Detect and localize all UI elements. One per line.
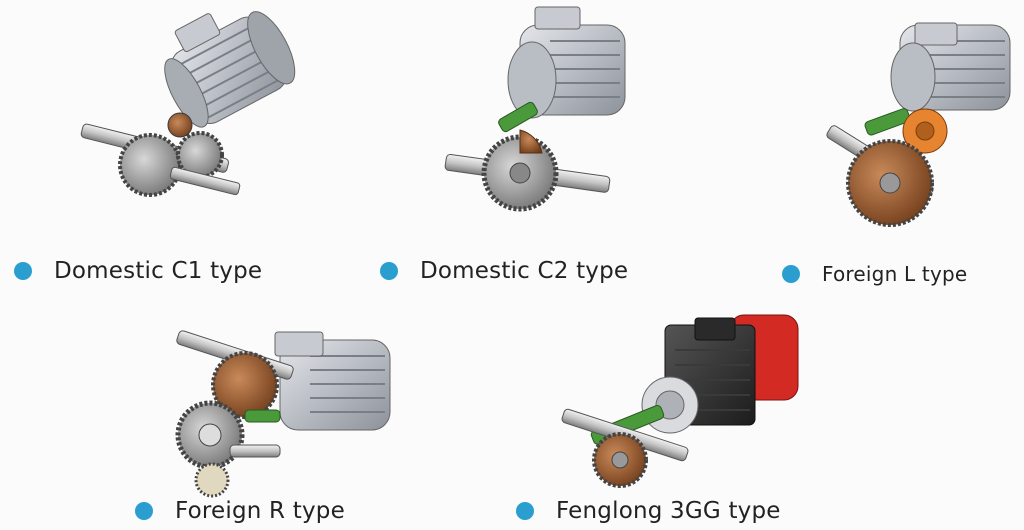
bullet-dot xyxy=(782,265,800,283)
product-label: Domestic C1 type xyxy=(54,258,263,284)
bullet-dot xyxy=(135,502,153,520)
caption-3gg: Fenglong 3GG type xyxy=(516,498,781,524)
gear-motor-r-illustration xyxy=(175,330,391,498)
product-label: Domestic C2 type xyxy=(420,258,629,284)
gear-motor-c2-illustration xyxy=(444,6,626,212)
bullet-dot xyxy=(516,502,534,520)
bullet-dot xyxy=(380,262,398,280)
caption-l: Foreign L type xyxy=(782,262,967,286)
product-label: Foreign R type xyxy=(175,498,345,524)
caption-r: Foreign R type xyxy=(135,498,345,524)
gear-motor-c1-illustration xyxy=(80,11,296,197)
product-label: Foreign L type xyxy=(822,262,968,286)
caption-c2: Domestic C2 type xyxy=(380,258,628,284)
caption-c1: Domestic C1 type xyxy=(14,258,262,284)
gear-motor-3gg-illustration xyxy=(561,314,799,488)
bullet-dot xyxy=(14,262,32,280)
gear-motor-l-illustration xyxy=(826,22,1011,227)
product-label: Fenglong 3GG type xyxy=(556,498,781,524)
